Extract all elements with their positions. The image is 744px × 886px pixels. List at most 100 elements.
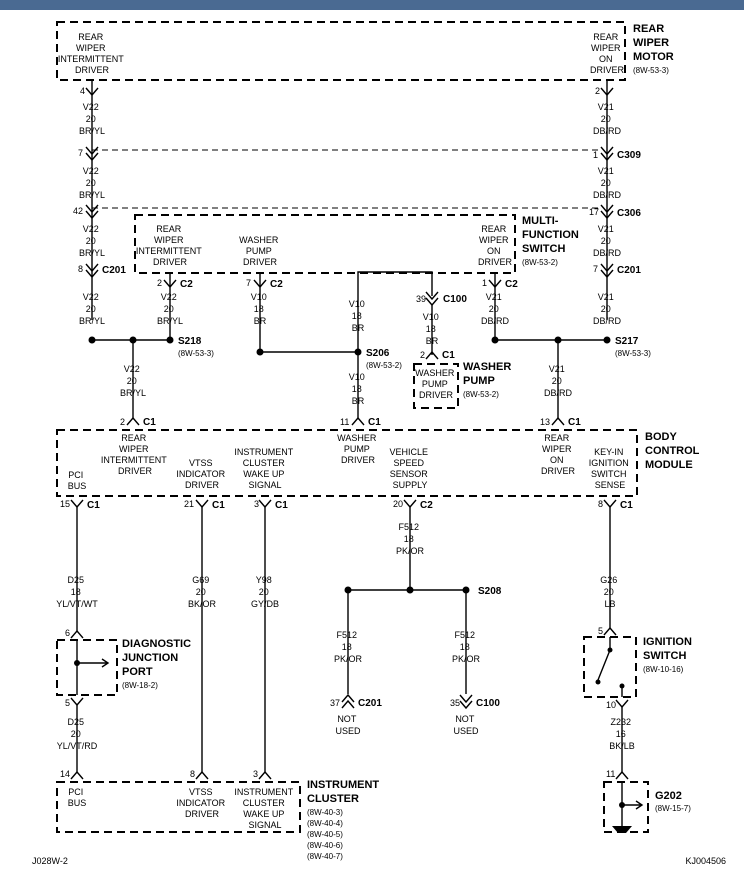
multifunction-switch-ref: (8W-53-2) bbox=[522, 258, 558, 267]
wire-v21-f: V21 20 DB/RD bbox=[544, 364, 573, 398]
connector-c2-c: C2 bbox=[505, 279, 518, 290]
ignition-switch-node-top bbox=[607, 647, 613, 653]
c201-left-symbol bbox=[85, 263, 99, 279]
wire-v10-a: V10 18 BR bbox=[251, 292, 270, 326]
connector-c1-c: C1 bbox=[568, 417, 581, 428]
splice-s218-ref: (8W-53-3) bbox=[178, 349, 214, 358]
pin-4-symbol bbox=[85, 87, 99, 97]
connector-c2-bcm: C2 bbox=[420, 500, 433, 511]
not-used-right: NOT USED bbox=[453, 714, 479, 736]
connector-c1-d: C1 bbox=[87, 500, 100, 511]
ignition-switch-node-left bbox=[595, 679, 601, 685]
connector-c309: C309 bbox=[617, 150, 641, 161]
connector-c201-bottom: C201 bbox=[358, 698, 382, 709]
pin-39: 39 bbox=[416, 294, 426, 304]
wire-v22-c: V22 20 BR/YL bbox=[79, 224, 105, 258]
connector-c1-e: C1 bbox=[212, 500, 225, 511]
ignition-switch-node-right bbox=[619, 683, 625, 689]
wire-g26-label: G26 20 LB bbox=[600, 575, 620, 609]
wire-v10-d: V10 18 BR bbox=[349, 372, 368, 406]
footer-right-code: KJ004506 bbox=[685, 856, 726, 866]
c201-right-symbol bbox=[600, 263, 614, 279]
pin-2-pump: 2 bbox=[420, 350, 425, 360]
pin-13-bcm: 13 bbox=[540, 417, 550, 427]
instrument-cluster-title: INSTRUMENT CLUSTER bbox=[307, 779, 382, 805]
pin-35: 35 bbox=[450, 698, 460, 708]
washer-pump-box bbox=[413, 363, 459, 409]
bcm-pin-13-symbol bbox=[551, 416, 565, 426]
mfs-intermittent-label: REAR WIPER INTERMITTENT DRIVER bbox=[136, 224, 204, 267]
ignition-switch-title: IGNITION SWITCH bbox=[643, 636, 695, 662]
bcm-pin-3-symbol bbox=[258, 499, 272, 509]
wire-f512-a: F512 18 PK/OR bbox=[396, 522, 425, 556]
bcm-vtss-label: VTSS INDICATOR DRIVER bbox=[176, 458, 227, 490]
wire-v10-loop bbox=[357, 271, 433, 352]
bcm-keyin-label: KEY-IN IGNITION SWITCH SENSE bbox=[589, 447, 632, 490]
bcm-pin-11-symbol bbox=[351, 416, 365, 426]
c306-right-symbol bbox=[600, 204, 614, 220]
multifunction-switch-box bbox=[134, 214, 516, 274]
c309-left-symbol bbox=[85, 146, 99, 162]
pin-20: 20 bbox=[393, 499, 403, 509]
wire-v21-b: V21 20 DB/RD bbox=[593, 166, 622, 200]
connector-c306: C306 bbox=[617, 208, 641, 219]
pin-4: 4 bbox=[80, 86, 85, 96]
wire-d25-b: D25 20 YL/VT/RD bbox=[57, 717, 98, 751]
pin-17: 17 bbox=[589, 207, 599, 217]
connector-c2-b: C2 bbox=[270, 279, 283, 290]
g202-box bbox=[603, 781, 649, 833]
splice-s217: S217 bbox=[615, 336, 639, 347]
diagnostic-junction-port-title: DIAGNOSTIC JUNCTION PORT bbox=[122, 638, 194, 678]
wire-v22-e: V22 20 BR/YL bbox=[157, 292, 183, 326]
c201-bottom-symbol bbox=[341, 693, 355, 709]
wire-v21-e: V21 20 DB/RD bbox=[481, 292, 510, 326]
pin-8-ic: 8 bbox=[190, 769, 195, 779]
pin-2-top-symbol bbox=[600, 87, 614, 97]
bcm-pin-15-symbol bbox=[70, 499, 84, 509]
ign-pin-10-symbol bbox=[615, 699, 629, 709]
bcm-vss-label: VEHICLE SPEED SENSOR SUPPLY bbox=[389, 447, 430, 490]
pin-7-c201: 7 bbox=[593, 264, 598, 274]
splice-s218: S218 bbox=[178, 336, 202, 347]
pin-5-ign: 5 bbox=[598, 626, 603, 636]
bcm-washer-label: WASHER PUMP DRIVER bbox=[337, 433, 379, 465]
djp-pin-5-symbol bbox=[70, 697, 84, 707]
instrument-cluster-refs: (8W-40-3) (8W-40-4) (8W-40-5) (8W-40-6) … bbox=[307, 808, 345, 861]
bcm-pin-2-symbol bbox=[126, 416, 140, 426]
s217-dot-left bbox=[491, 336, 499, 344]
ic-vtss-label: VTSS INDICATOR DRIVER bbox=[176, 787, 227, 819]
connector-c201-right: C201 bbox=[617, 265, 641, 276]
connector-c1-g: C1 bbox=[620, 500, 633, 511]
bcm-pin-21-symbol bbox=[195, 499, 209, 509]
pin-5-djp: 5 bbox=[65, 698, 70, 708]
wire-v22-f: V22 20 BR/YL bbox=[120, 364, 146, 398]
s206-dot-left bbox=[256, 348, 264, 356]
pin-1-c309: 1 bbox=[593, 150, 598, 160]
wire-v21-c: V21 20 DB/RD bbox=[593, 224, 622, 258]
c309-right-symbol bbox=[600, 146, 614, 162]
s218-dot-left bbox=[88, 336, 96, 344]
ignition-switch-ref: (8W-10-16) bbox=[643, 665, 684, 674]
not-used-left: NOT USED bbox=[335, 714, 361, 736]
c100-bottom-symbol bbox=[459, 694, 473, 710]
ign-pin-5-symbol bbox=[603, 626, 617, 636]
wire-g69-label: G69 20 BK/OR bbox=[188, 575, 217, 609]
connector-c100-bottom: C100 bbox=[476, 698, 500, 709]
pin-6: 6 bbox=[65, 628, 70, 638]
ic-pci-label: PCI BUS bbox=[68, 787, 87, 808]
pin-8-c201: 8 bbox=[78, 264, 83, 274]
pin-37: 37 bbox=[330, 698, 340, 708]
pin-21: 21 bbox=[184, 499, 194, 509]
g202-title: G202 bbox=[655, 790, 682, 802]
bcm-pin-20-symbol bbox=[403, 499, 417, 509]
ic-wake-label: INSTRUMENT CLUSTER WAKE UP SIGNAL bbox=[234, 787, 295, 830]
connector-c2-a: C2 bbox=[180, 279, 193, 290]
pin-10: 10 bbox=[606, 700, 616, 710]
bcm-intermittent-label: REAR WIPER INTERMITTENT DRIVER bbox=[101, 433, 169, 476]
rear-wiper-intermittent-label: REAR WIPER INTERMITTENT DRIVER bbox=[58, 32, 126, 75]
rear-wiper-motor-title: REAR WIPER MOTOR bbox=[633, 23, 674, 63]
pin-1-mfs: 1 bbox=[482, 278, 487, 288]
pump-driver-label: WASHER PUMP DRIVER bbox=[415, 368, 457, 400]
splice-s208: S208 bbox=[478, 586, 502, 597]
pin-7-mfs: 7 bbox=[246, 278, 251, 288]
